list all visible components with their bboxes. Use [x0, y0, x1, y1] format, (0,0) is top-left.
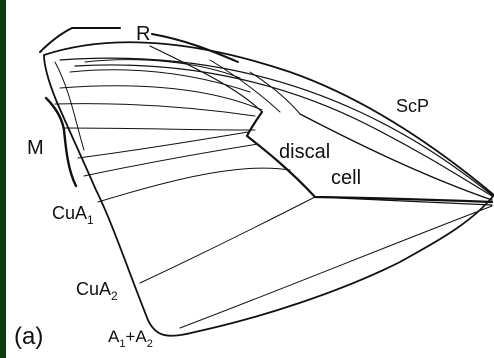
vein-r-stem: [150, 46, 262, 112]
vein-m3: [78, 132, 248, 158]
label-discal: discal: [279, 141, 330, 163]
panel-label: (a): [14, 323, 43, 350]
vein-r1: [85, 60, 240, 78]
vein-cua1: [98, 168, 290, 202]
r-bracket: [40, 28, 120, 52]
label-cua1: CuA1: [52, 203, 94, 227]
vein-cua-line: [84, 144, 258, 176]
label-scp: ScP: [396, 96, 429, 116]
label-cell: cell: [331, 167, 361, 189]
vein-r2: [70, 70, 250, 92]
label-cua2: CuA2: [76, 279, 118, 303]
vein-m1: [55, 104, 255, 116]
label-a1a2: A1+A2: [108, 327, 153, 350]
label-r: R: [136, 23, 150, 45]
label-m: M: [27, 137, 44, 159]
vein-a1a2: [180, 206, 492, 328]
vein-cua2: [140, 197, 315, 283]
vein-m2: [64, 128, 255, 130]
